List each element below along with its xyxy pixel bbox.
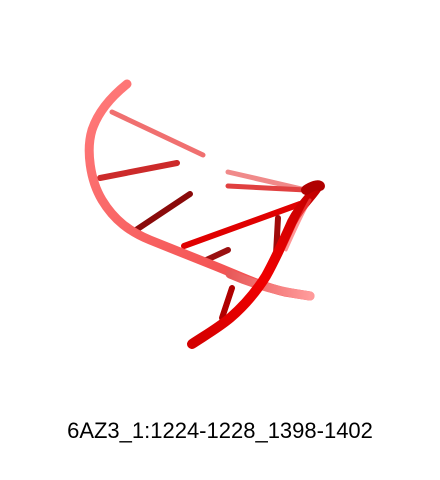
backbone-strand-front-highlight bbox=[284, 198, 312, 252]
backbone-strand-front bbox=[187, 181, 323, 349]
rung-5 bbox=[225, 183, 309, 193]
rung-6 bbox=[181, 201, 303, 249]
rung-3 bbox=[133, 191, 193, 233]
backbone-strand-back-tail bbox=[225, 269, 315, 301]
rna-structure-render bbox=[84, 79, 325, 349]
base-pair-rungs bbox=[97, 109, 309, 321]
rung-9 bbox=[219, 285, 235, 321]
structure-caption: 6AZ3_1:1224-1228_1398-1402 bbox=[67, 418, 373, 443]
rung-2 bbox=[97, 160, 180, 181]
rung-1 bbox=[109, 109, 206, 158]
backbone-strand-front-top bbox=[301, 180, 325, 195]
